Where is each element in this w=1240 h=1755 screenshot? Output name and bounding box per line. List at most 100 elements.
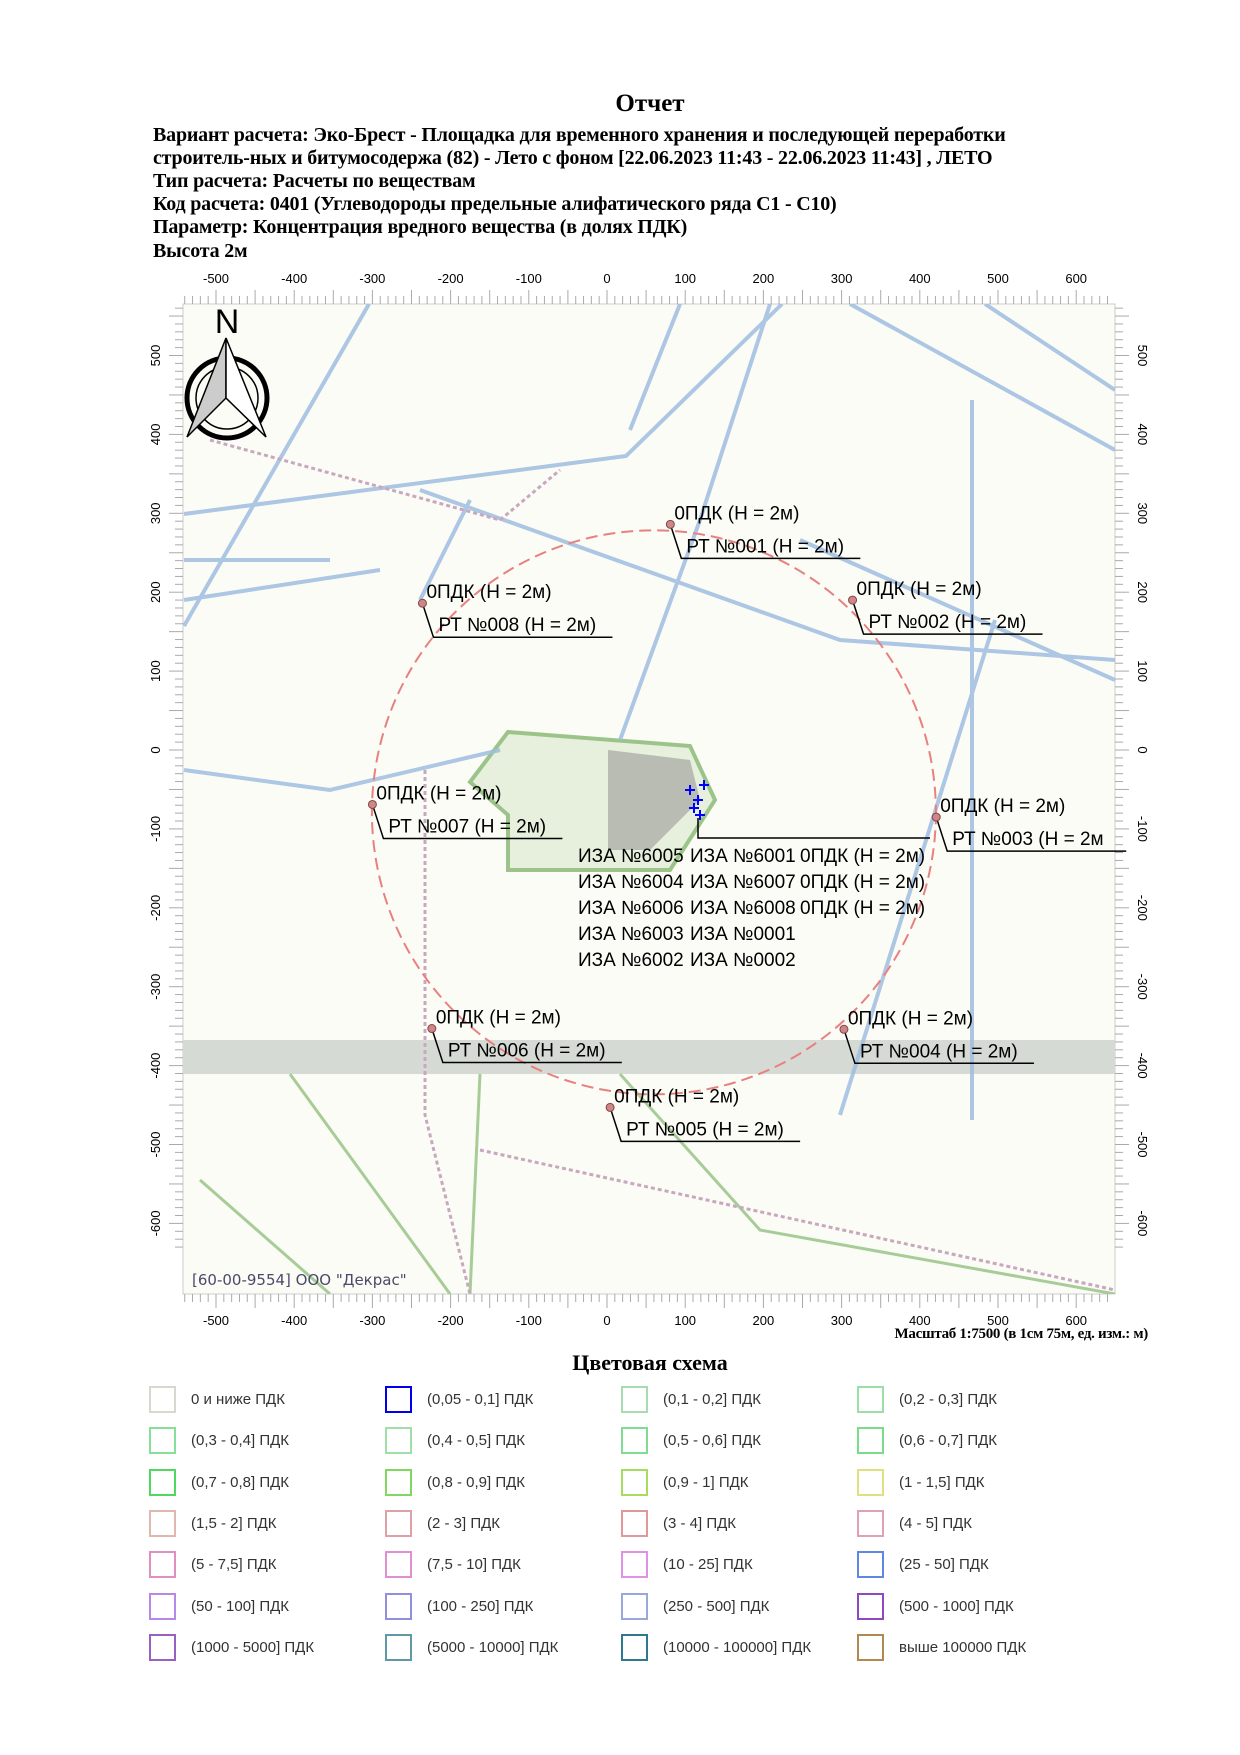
source-label: ИЗА №0001 — [690, 924, 796, 945]
legend-label: (2 - 3] ПДК — [427, 1514, 501, 1532]
source-label: ИЗА №6008 — [690, 898, 796, 919]
blue-lines — [183, 304, 1115, 1120]
receptor-name: РТ №004 (Н = 2м) — [860, 1041, 1018, 1062]
legend-item: (0,5 - 0,6] ПДК — [621, 1427, 762, 1455]
legend-item: (10000 - 100000] ПДК — [621, 1633, 811, 1661]
source-marker-icon — [693, 795, 703, 805]
receptor-marker-icon — [605, 1102, 615, 1112]
legend-item: (7,5 - 10] ПДК — [385, 1551, 521, 1579]
legend-swatch — [149, 1468, 176, 1496]
legend-label: (1000 - 5000] ПДК — [191, 1638, 315, 1656]
x-tick-label: 200 — [753, 1313, 775, 1328]
source-label: ИЗА №0002 — [690, 950, 796, 971]
y-tick-label: -300 — [1135, 974, 1150, 1000]
legend-swatch — [621, 1592, 648, 1620]
legend-item: (0,4 - 0,5] ПДК — [385, 1427, 525, 1455]
source-leader-line — [697, 818, 930, 839]
calc-code: Код расчета: 0401 (Углеводороды предельн… — [153, 193, 837, 215]
legend-item: (0,2 - 0,3] ПДК — [857, 1386, 997, 1413]
legend-swatch — [621, 1509, 648, 1537]
legend-item: (1,5 - 2] ПДК — [149, 1509, 277, 1537]
legend-swatch — [857, 1386, 884, 1413]
receptor-name: РТ №008 (Н = 2м) — [438, 615, 596, 636]
receptor-point[interactable]: 0ПДК (Н = 2м)РТ №004 (Н = 2м) — [839, 1008, 1034, 1065]
x-tick-label: 300 — [831, 1313, 853, 1328]
legend-swatch — [385, 1633, 412, 1661]
receptor-point[interactable]: 0ПДК (Н = 2м)РТ №008 (Н = 2м) — [417, 582, 613, 638]
legend-label: (250 - 500] ПДК — [663, 1597, 770, 1615]
x-tick-label: 300 — [831, 271, 853, 286]
receptor-point[interactable]: 0ПДК (Н = 2м)РТ №002 (Н = 2м) — [848, 579, 1043, 635]
legend-item: (500 - 1000] ПДК — [857, 1592, 1014, 1620]
legend-label: (500 - 1000] ПДК — [899, 1597, 1014, 1615]
calc-variant-line-1: Вариант расчета: Эко-Брест - Площадка дл… — [153, 124, 1006, 146]
legend-swatch — [857, 1468, 884, 1496]
legend-item: (0,3 - 0,4] ПДК — [149, 1427, 289, 1455]
source-marker-icon — [689, 803, 699, 813]
y-tick-label: -100 — [148, 816, 163, 842]
legend-swatch — [149, 1386, 176, 1413]
receptor-point[interactable]: 0ПДК (Н = 2м)РТ №005 (Н = 2м) — [605, 1086, 801, 1143]
legend-label: (5 - 7,5] ПДК — [191, 1556, 277, 1574]
x-tick-label: 400 — [909, 271, 931, 286]
leader-line — [843, 1029, 1034, 1065]
y-tick-label: 0 — [1135, 746, 1150, 753]
x-tick-label: 100 — [674, 271, 696, 286]
legend-swatch — [385, 1509, 412, 1537]
x-tick-label: 0 — [603, 1313, 610, 1328]
receptor-value: 0ПДК (Н = 2м) — [376, 783, 501, 804]
x-tick-label: 500 — [987, 271, 1009, 286]
legend-item: (0,05 - 0,1] ПДК — [385, 1386, 533, 1413]
receptor-name: РТ №003 (Н = 2м — [952, 829, 1103, 850]
pink-dotted-lines — [209, 438, 1115, 1294]
x-tick-label: 100 — [674, 1313, 696, 1328]
y-tick-label: 300 — [148, 502, 163, 524]
legend-label: (0,8 - 0,9] ПДК — [427, 1473, 526, 1491]
receptor-marker-icon — [931, 812, 941, 822]
legend-swatch — [621, 1386, 648, 1413]
report-title: Отчет — [615, 90, 685, 117]
receptor-point[interactable]: 0ПДК (Н = 2м)РТ №001 (Н = 2м) — [665, 503, 861, 560]
leader-line — [421, 603, 613, 638]
legend-item: (10 - 25] ПДК — [621, 1551, 753, 1579]
x-tick-label: -400 — [281, 1313, 307, 1328]
receptor-point[interactable]: 0ПДК (Н = 2м)РТ №007 (Н = 2м) — [367, 783, 563, 840]
legend-swatch — [149, 1592, 176, 1620]
calc-type: Тип расчета: Расчеты по веществам — [153, 170, 476, 192]
legend-label: (0,5 - 0,6] ПДК — [663, 1432, 762, 1450]
site-buildings — [608, 750, 700, 850]
legend-item: (2 - 3] ПДК — [385, 1509, 501, 1537]
y-tick-label: -200 — [1135, 895, 1150, 921]
legend-item: (1000 - 5000] ПДК — [149, 1633, 315, 1661]
y-tick-label: -600 — [148, 1210, 163, 1236]
legend-swatch — [149, 1633, 176, 1661]
x-tick-label: -100 — [516, 271, 542, 286]
north-label: N — [215, 303, 240, 341]
isoline-circle — [370, 529, 937, 1096]
legend-swatch — [385, 1592, 412, 1620]
source-marker-icon — [699, 780, 709, 790]
x-tick-label: 600 — [1065, 271, 1087, 286]
y-tick-label: 400 — [148, 424, 163, 446]
y-tick-label: 300 — [1135, 502, 1150, 524]
legend-item: (25 - 50] ПДК — [857, 1551, 989, 1579]
receptor-point[interactable]: 0ПДК (Н = 2м)РТ №003 (Н = 2м — [931, 796, 1127, 852]
legend-label: (0,1 - 0,2] ПДК — [663, 1391, 762, 1408]
road-band — [183, 1040, 1115, 1074]
x-tick-label: 200 — [753, 271, 775, 286]
receptor-point[interactable]: 0ПДК (Н = 2м)РТ №006 (Н = 2м) — [427, 1008, 622, 1064]
source-label: ИЗА №6002 — [578, 950, 684, 971]
legend-swatch — [857, 1592, 884, 1620]
legend-item: (0,9 - 1] ПДК — [621, 1468, 749, 1496]
y-tick-label: 500 — [1135, 345, 1150, 367]
legend-swatch — [857, 1509, 884, 1537]
receptor-marker-icon — [367, 799, 377, 809]
north-arrow: N — [184, 303, 270, 441]
legend-swatch — [857, 1633, 884, 1661]
legend-title: Цветовая схема — [572, 1350, 728, 1375]
legend-item: (5 - 7,5] ПДК — [149, 1551, 277, 1579]
legend-label: (100 - 250] ПДК — [427, 1597, 534, 1615]
receptor-name: РТ №001 (Н = 2м) — [686, 536, 844, 557]
scale-text: Масштаб 1:7500 (в 1см 75м, ед. изм.: м) — [894, 1326, 1149, 1342]
